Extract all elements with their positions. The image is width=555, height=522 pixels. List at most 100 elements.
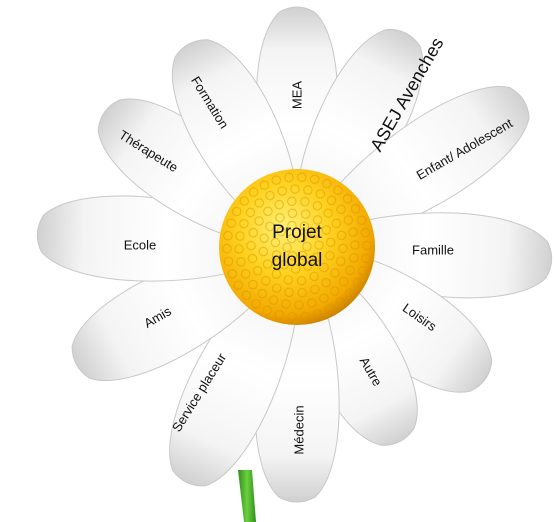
center-floret xyxy=(309,174,320,185)
center-floret xyxy=(274,199,284,210)
center-floret xyxy=(299,221,310,232)
center-floret xyxy=(287,251,298,261)
center-floret xyxy=(297,172,307,182)
center-floret xyxy=(262,305,273,316)
center-floret xyxy=(227,268,238,279)
center-floret xyxy=(239,196,250,206)
petal-label-famille: Famille xyxy=(412,242,454,257)
center-floret xyxy=(287,208,298,219)
center-floret xyxy=(254,216,264,226)
center-label-line2: global xyxy=(272,250,323,271)
center-floret xyxy=(248,227,259,238)
petal-label-medecin: Médecin xyxy=(291,405,306,454)
petal-label-ecole: Ecole xyxy=(124,237,157,252)
center-floret xyxy=(349,253,359,263)
center-floret xyxy=(294,300,304,310)
center-floret xyxy=(319,293,329,304)
center-floret xyxy=(248,279,258,290)
center-floret xyxy=(236,257,246,267)
center-floret xyxy=(315,189,326,199)
center-floret xyxy=(296,275,307,286)
center-floret xyxy=(257,288,268,299)
center-floret xyxy=(271,250,282,260)
center-floret xyxy=(325,237,336,248)
center-floret xyxy=(251,298,261,309)
center-floret xyxy=(265,221,275,232)
center-floret xyxy=(323,208,333,218)
center-floret xyxy=(336,230,347,241)
center-floret xyxy=(286,233,297,244)
center-floret xyxy=(321,225,332,235)
center-floret xyxy=(259,233,269,244)
center-floret xyxy=(274,309,285,320)
center-texture xyxy=(222,172,372,322)
center-floret xyxy=(290,184,300,194)
center-floret xyxy=(333,185,343,196)
center-floret xyxy=(338,243,348,254)
center-floret xyxy=(311,252,322,263)
center-floret xyxy=(263,206,273,217)
center-floret xyxy=(222,243,232,254)
center-floret xyxy=(321,178,332,189)
center-floret xyxy=(235,231,245,241)
center-floret xyxy=(275,212,285,223)
center-floret xyxy=(271,283,282,294)
center-floret xyxy=(268,295,279,305)
center-floret xyxy=(356,215,367,226)
center-floret xyxy=(309,271,319,282)
center-floret xyxy=(342,193,353,204)
center-floret xyxy=(287,196,297,207)
center-floret xyxy=(362,240,372,251)
center-floret xyxy=(321,277,331,288)
center-floret xyxy=(276,226,287,237)
center-floret xyxy=(329,286,340,296)
center-floret xyxy=(226,218,236,228)
center-floret xyxy=(231,206,242,217)
flower-center: Projet global xyxy=(219,169,375,325)
center-floret xyxy=(223,256,234,267)
center-floret xyxy=(300,196,310,207)
center-floret xyxy=(239,218,249,229)
center-floret xyxy=(335,256,346,267)
center-floret xyxy=(283,275,294,285)
center-floret xyxy=(297,287,307,298)
center-floret xyxy=(348,227,358,237)
center-floret xyxy=(314,240,324,250)
center-floret xyxy=(284,287,294,298)
center-floret xyxy=(324,304,335,314)
center-floret xyxy=(258,246,269,257)
center-floret xyxy=(277,186,287,196)
center-floret xyxy=(287,220,297,231)
center-floret xyxy=(360,227,371,238)
center-floret xyxy=(352,277,363,288)
center-floret xyxy=(338,276,349,287)
center-floret xyxy=(345,265,355,276)
center-floret xyxy=(330,268,340,278)
center-floret xyxy=(290,264,301,274)
center-floret xyxy=(358,266,368,276)
center-floret xyxy=(246,240,256,251)
center-floret xyxy=(261,276,271,286)
center-floret xyxy=(296,233,307,243)
center-floret xyxy=(265,190,275,201)
center-floret xyxy=(335,297,346,307)
center-floret xyxy=(241,290,252,301)
center-floret xyxy=(254,198,265,208)
center-floret xyxy=(245,207,256,218)
stem xyxy=(238,470,256,522)
center-floret xyxy=(343,215,354,225)
center-floret xyxy=(233,280,244,290)
center-floret xyxy=(234,244,244,254)
center-floret xyxy=(271,175,282,185)
center-floret xyxy=(303,185,313,195)
petal-label-mea: MEA xyxy=(289,81,304,110)
center-floret xyxy=(312,200,323,211)
center-floret xyxy=(252,265,263,276)
center-floret xyxy=(259,180,270,190)
center-floret xyxy=(303,261,313,271)
center-floret xyxy=(336,204,346,215)
center-floret xyxy=(326,195,337,206)
center-floret xyxy=(262,259,273,269)
center-floret xyxy=(287,312,297,322)
center-floret xyxy=(312,309,323,319)
